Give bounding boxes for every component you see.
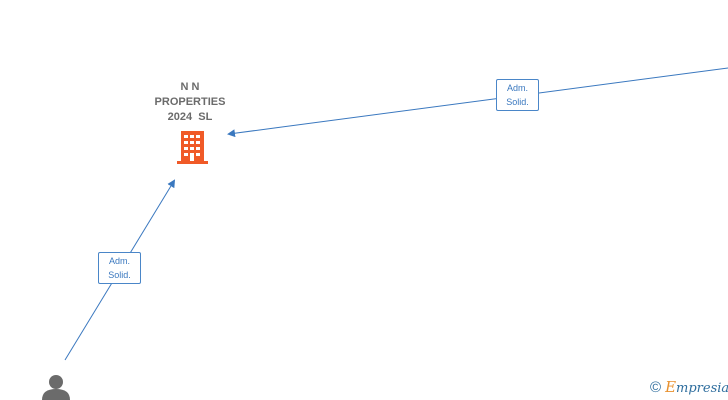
brand-name: mpresia <box>676 381 728 396</box>
building-icon[interactable] <box>177 131 208 164</box>
person-icon[interactable] <box>42 375 70 400</box>
company-name[interactable]: N N PROPERTIES 2024 SL <box>140 80 240 125</box>
company-name-line: N N <box>180 81 200 93</box>
relation-label-person[interactable]: Adm. Solid. <box>98 252 141 284</box>
company-name-line: PROPERTIES <box>154 96 226 108</box>
company-name-line: 2024 SL <box>167 111 213 123</box>
relation-label-line: Adm. <box>506 83 528 93</box>
edge-right-to-company <box>227 67 728 138</box>
relation-label-line: Solid. <box>506 97 529 107</box>
copyright-icon: © <box>650 379 662 396</box>
empresia-watermark: ©Empresia <box>650 378 728 398</box>
brand-initial: E <box>665 378 677 396</box>
relation-label-line: Adm. <box>108 256 130 266</box>
relation-label-right[interactable]: Adm. Solid. <box>496 79 539 111</box>
relation-label-line: Solid. <box>108 270 131 280</box>
